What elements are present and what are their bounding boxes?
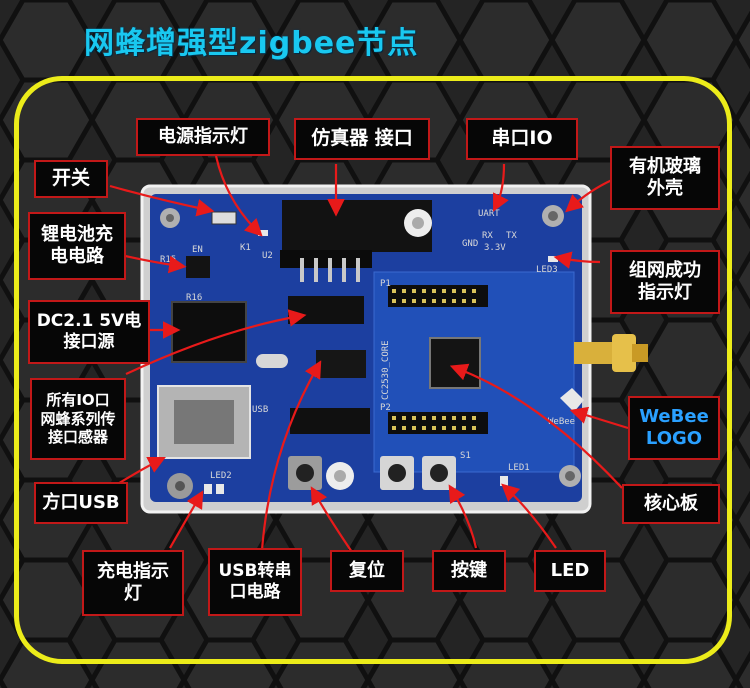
board-text-usb: USB bbox=[252, 405, 268, 415]
board-text-r15: R15 bbox=[160, 255, 176, 265]
charge-led bbox=[204, 484, 212, 494]
label-glass-case: 有机玻璃 外壳 bbox=[610, 146, 720, 210]
label-all-io: 所有IO口 网蜂系列传 接口感器 bbox=[30, 378, 126, 460]
label-uart-io: 串口IO bbox=[466, 118, 578, 160]
board-text-core: CC2530_CORE bbox=[381, 340, 391, 400]
power-led bbox=[258, 230, 268, 236]
board-text-tx: TX bbox=[506, 231, 517, 241]
board-text-webee: WeBee bbox=[548, 417, 575, 427]
network-led bbox=[548, 256, 558, 262]
label-charge-led: 充电指示 灯 bbox=[82, 550, 184, 616]
yellow-frame bbox=[14, 76, 732, 664]
board-text-rx: RX bbox=[482, 231, 493, 241]
board-text-p1: P1 bbox=[380, 279, 391, 289]
label-button: 按键 bbox=[432, 550, 506, 592]
label-emulator-interface: 仿真器 接口 bbox=[294, 118, 430, 160]
board-text-led2: LED2 bbox=[210, 471, 232, 481]
usb-serial-chip bbox=[316, 350, 366, 378]
label-dc-jack: DC2.1 5V电 接口源 bbox=[28, 300, 150, 364]
sma-antenna bbox=[574, 342, 614, 364]
board-text-gnd: GND bbox=[462, 239, 478, 249]
label-li-charge: 锂电池充 电电路 bbox=[28, 212, 126, 280]
label-webee-logo: WeBee LOGO bbox=[628, 396, 720, 460]
cc2530-chip bbox=[429, 337, 481, 389]
power-switch bbox=[211, 211, 237, 225]
board-text-u2: U2 bbox=[262, 251, 273, 261]
board-text-s1: S1 bbox=[460, 451, 471, 461]
page-title: 网蜂增强型zigbee节点 bbox=[84, 26, 419, 61]
label-usb-serial: USB转串 口电路 bbox=[208, 548, 302, 616]
board-text-k1: K1 bbox=[240, 243, 251, 253]
label-switch: 开关 bbox=[34, 160, 108, 198]
io-header bbox=[288, 296, 364, 324]
board-text-33v: 3.3V bbox=[484, 243, 506, 253]
dc-jack bbox=[171, 301, 247, 363]
user-led bbox=[500, 476, 508, 486]
label-led: LED bbox=[534, 550, 606, 592]
label-network-led: 组网成功 指示灯 bbox=[610, 250, 720, 314]
board-text-p2: P2 bbox=[380, 403, 391, 413]
label-core-board: 核心板 bbox=[622, 484, 720, 524]
label-reset: 复位 bbox=[330, 550, 404, 592]
board-text-uart: UART bbox=[478, 209, 500, 219]
board-text-led3: LED3 bbox=[536, 265, 558, 275]
label-usb-b: 方口USB bbox=[34, 482, 128, 524]
board-text-r16: R16 bbox=[186, 293, 202, 303]
board-text-en: EN bbox=[192, 245, 203, 255]
label-power-led: 电源指示灯 bbox=[136, 118, 270, 156]
charge-chip bbox=[186, 256, 210, 278]
board-text-led1: LED1 bbox=[508, 463, 530, 473]
